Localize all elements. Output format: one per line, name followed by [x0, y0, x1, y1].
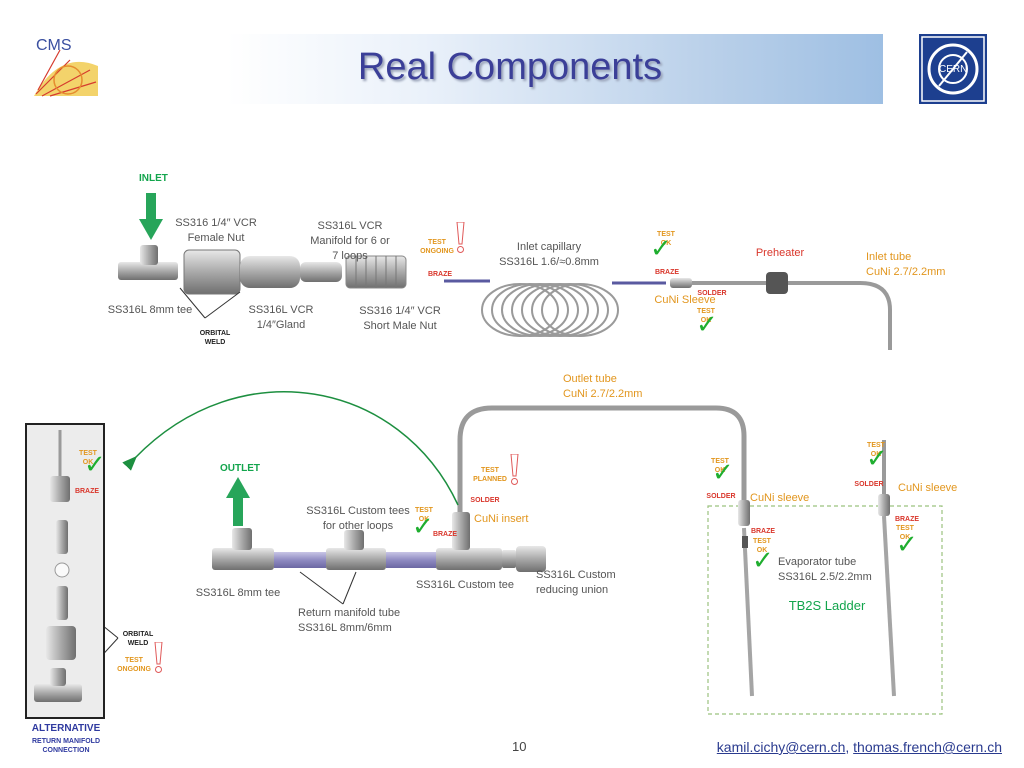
return-manifold-label: Return manifold tube SS316L 8mm/6mm [298, 607, 401, 634]
status-test-ongoing-left: TEST ONGOING [117, 657, 151, 673]
manifold-label: SS316L VCR Manifold for 6 or 7 loops [310, 220, 390, 262]
status-braze-evaporator: BRAZE [750, 528, 776, 535]
evaporator-label: Evaporator tube SS316L 2.5/2.2mm [778, 556, 872, 583]
status-braze-right: BRAZE [894, 516, 920, 523]
outlet-label: OUTLET [220, 463, 260, 474]
status-test-ok-left: TEST OK [79, 450, 97, 466]
gland-label: SS316L VCR 1/4″Gland [248, 304, 314, 331]
cuni-insert-label: CuNi insert [474, 513, 529, 525]
cern-logo: CERN [919, 34, 987, 104]
status-braze-left: BRAZE [74, 488, 100, 495]
check-icon: ✓ [866, 444, 888, 474]
status-solder-insert: SOLDER [470, 497, 500, 504]
status-solder-sleeve-top: SOLDER [697, 290, 727, 297]
status-test-ok-capillary: TEST OK [657, 231, 675, 247]
female-nut-fitting [183, 249, 300, 295]
cuni-sleeve-top-label: CuNi Sleeve [654, 294, 716, 306]
check-icon: ✓ [896, 530, 918, 560]
email-link-kamil[interactable]: kamil.cichy@cern.ch [716, 739, 846, 755]
orbital-weld-top-label: ORBITAL WELD [199, 330, 231, 346]
alternative-sub-label: RETURN MANIFOLD CONNECTION [31, 738, 101, 754]
gland-fitting [300, 262, 342, 282]
warning-icon [456, 222, 465, 253]
custom-tee-label: SS316L Custom tee [415, 579, 515, 591]
short-male-nut-label: SS316 1/4″ VCR Short Male Nut [359, 305, 441, 332]
status-test-ok-tees: TEST OK [415, 507, 433, 523]
tb2s-label: TB2S Ladder [788, 598, 866, 613]
warning-icon [510, 454, 519, 485]
footer-emails: kamil.cichy@cern.ch, thomas.french@cern.… [717, 739, 1002, 755]
orbital-weld-left-label: ORBITAL WELD [122, 631, 154, 647]
check-icon: ✓ [84, 450, 106, 480]
status-braze-preheater: BRAZE [654, 269, 680, 276]
page-number: 10 [512, 739, 527, 754]
svg-text:CERN: CERN [939, 64, 967, 75]
status-test-ok-evaporator: TEST OK [753, 538, 771, 554]
check-icon: ✓ [712, 458, 734, 488]
status-test-ongoing-capillary: TEST ONGOING [420, 239, 454, 255]
female-nut-label: SS316 1/4″ VCR Female Nut [175, 217, 257, 244]
tb2s-ladder-box [707, 505, 943, 715]
status-solder-right: SOLDER [854, 481, 884, 488]
short-male-nut-fitting [345, 255, 407, 289]
warning-icon [154, 642, 163, 673]
inlet-tee-fitting [118, 245, 178, 280]
alternative-photo-panel [25, 423, 105, 719]
status-test-planned: TEST PLANNED [473, 467, 507, 483]
custom-tees-loops-label: SS316L Custom tees for other loops [306, 505, 410, 532]
alternative-label: ALTERNATIVE [31, 723, 101, 734]
tee-8mm-top-label: SS316L 8mm tee [107, 304, 193, 316]
status-test-ok-sleeve-top: TEST OK [697, 308, 715, 324]
check-icon: ✓ [696, 310, 718, 340]
page-title: Real Components [357, 46, 663, 88]
status-test-ok-right-top: TEST OK [867, 442, 885, 458]
status-braze-capillary: BRAZE [427, 271, 453, 278]
return-manifold-assembly [212, 512, 546, 572]
email-link-thomas[interactable]: thomas.french@cern.ch [853, 739, 1002, 755]
cuni-sleeve-right-label: CuNi sleeve [898, 482, 958, 494]
cms-logo: CMS [30, 30, 100, 100]
inlet-capillary-label: Inlet capillary SS316L 1.6/≈0.8mm [499, 241, 599, 268]
check-icon: ✓ [752, 546, 774, 576]
outlet-tube [457, 405, 747, 512]
status-solder-outlet: SOLDER [706, 493, 736, 500]
evaporator-tubes [738, 440, 896, 697]
return-arrow [122, 391, 459, 506]
tee-8mm-bottom-label: SS316L 8mm tee [195, 587, 281, 599]
inlet-tube [670, 272, 892, 350]
check-icon: ✓ [650, 234, 672, 264]
outlet-tube-label: Outlet tube CuNi 2.7/2.2mm [563, 373, 643, 400]
outlet-arrow [226, 477, 250, 526]
preheater-label: Preheater [755, 247, 805, 259]
inlet-label: INLET [139, 173, 168, 184]
inlet-tube-label: Inlet tube CuNi 2.7/2.2mm [866, 251, 946, 278]
reducing-union-label: SS316L Custom reducing union [536, 569, 616, 596]
inlet-arrow [139, 193, 163, 240]
email-separator: , [845, 739, 854, 755]
header-banner [227, 34, 883, 104]
status-test-ok-outlet: TEST OK [711, 458, 729, 474]
status-test-ok-right: TEST OK [896, 525, 914, 541]
check-icon: ✓ [412, 512, 434, 542]
inlet-capillary-coil [444, 279, 666, 337]
cuni-sleeve-mid-label: CuNi sleeve [750, 492, 810, 504]
svg-text:CMS: CMS [36, 37, 72, 54]
status-braze-tees: BRAZE [432, 531, 458, 538]
